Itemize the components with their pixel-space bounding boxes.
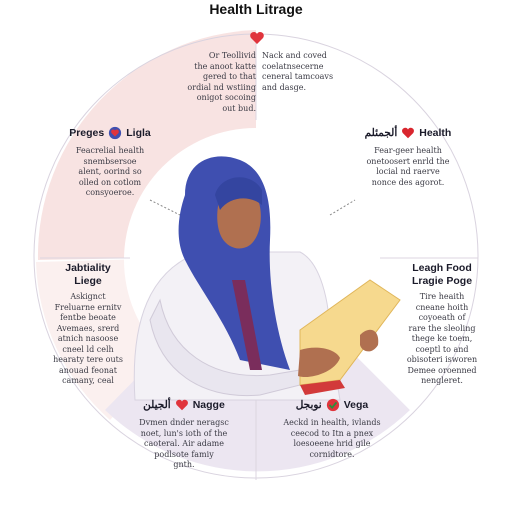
panel-mid-left-heading: Jabtiality Liege	[36, 262, 140, 288]
page-title: Health Litrage	[209, 1, 303, 17]
heart-icon	[175, 399, 188, 411]
panel-bottom-right-text: Aeckd in health, ivlands ceecod to Itn a…	[283, 418, 381, 459]
heading-text-2: Ligla	[126, 126, 151, 139]
heading-text: Preges	[69, 126, 105, 139]
panel-top-right: Nack and coved coelatnsecerne ceneral ta…	[262, 51, 352, 93]
panel-upper-left: Preges Ligla Feacrelial health snembsers…	[58, 126, 162, 199]
panel-mid-left-text: Askignct Freluarne ernitv fentbe beoate …	[53, 292, 123, 385]
panel-bottom-right-heading: نوبجل Vega	[268, 398, 396, 412]
panel-mid-right-text: Tire heaith cneane hoith coyoeath of rar…	[406, 292, 478, 385]
heart-icon	[250, 32, 264, 44]
heading-text: Jabtiality	[65, 262, 111, 274]
panel-bottom-left-heading: ألجيلن Nagge	[124, 398, 244, 412]
heading-text: ألجيلن	[143, 398, 171, 411]
connector	[149, 199, 181, 216]
heading-text-2: Liege	[74, 275, 102, 287]
heading-text-2: Lragie Poge	[411, 275, 473, 287]
panel-bottom-left-text: Dvmen dnder neragsc noet, lun's ioth of …	[139, 418, 229, 469]
heart-icon	[326, 398, 339, 412]
panel-upper-right-text: Fear-geer health onetoosert enrld the lo…	[366, 146, 450, 187]
heart-icon	[109, 126, 122, 140]
heading-text-2: Vega	[343, 398, 369, 411]
heading-text: نوبجل	[295, 398, 322, 411]
panel-top-left-text: Or Teollivid the anoot katte gered to th…	[187, 51, 256, 113]
panel-upper-right-heading: ألجمئلم Health	[352, 126, 464, 140]
connector	[329, 199, 356, 216]
panel-upper-left-text: Feacrelial health snembsersoe alent, oor…	[75, 146, 145, 197]
panel-upper-left-heading: Preges Ligla	[58, 126, 162, 140]
panel-bottom-right: نوبجل Vega Aeckd in health, ivlands ceec…	[268, 398, 396, 460]
heart-icon	[402, 127, 415, 139]
panel-bottom-left: ألجيلن Nagge Dvmen dnder neragsc noet, l…	[124, 398, 244, 471]
panel-upper-right: ألجمئلم Health Fear-geer health onetoose…	[352, 126, 464, 188]
heading-text: Leagh Food	[412, 262, 472, 274]
panel-top-left: Or Teollivid the anoot katte gered to th…	[172, 51, 256, 114]
panel-mid-right-heading: Leagh Food Lragie Poge	[392, 262, 492, 288]
heading-text: ألجمئلم	[364, 126, 398, 139]
panel-top-right-text: Nack and coved coelatnsecerne ceneral ta…	[262, 51, 334, 92]
panel-mid-right: Leagh Food Lragie Poge Tire heaith cnean…	[392, 262, 492, 387]
heading-text-2: Nagge	[192, 398, 225, 411]
panel-mid-left: Jabtiality Liege Askignct Freluarne erni…	[36, 262, 140, 387]
person-illustration	[133, 156, 401, 401]
heading-text-2: Health	[419, 126, 452, 139]
